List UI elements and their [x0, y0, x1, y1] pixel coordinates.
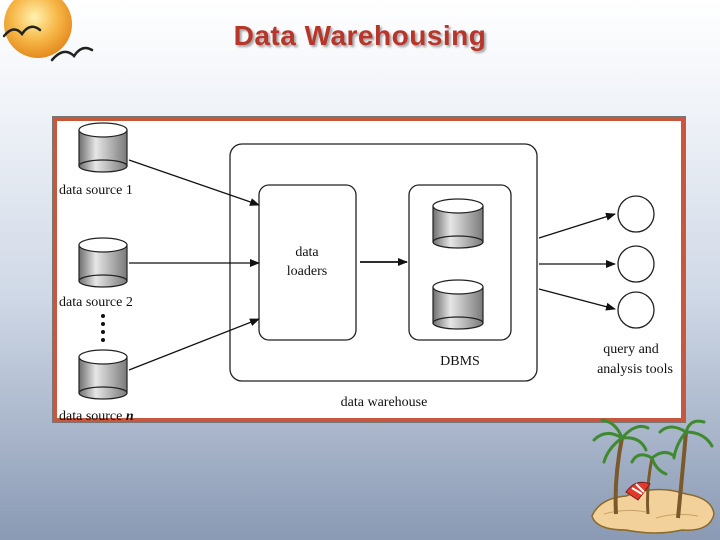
data-loaders-label-line2: loaders — [287, 264, 327, 279]
data-source-1-label: data source 1 — [59, 183, 133, 198]
palm-island-clipart — [591, 418, 715, 534]
data-source-2-cylinder — [78, 237, 128, 288]
dbms-label: DBMS — [440, 354, 480, 369]
data-warehouse-diagram: data source 1 data source 2 data source … — [59, 122, 673, 424]
slide-title: Data Warehousing — [233, 20, 487, 51]
query-tools-label-line2: analysis tools — [597, 362, 673, 377]
data-loaders-box — [258, 184, 357, 341]
data-source-n-label: data source n — [59, 409, 134, 424]
ellipsis-dots — [101, 314, 105, 342]
figure-frame: data source 1 data source 2 data source … — [52, 116, 686, 424]
data-loaders-label-line1: data — [295, 245, 319, 260]
arrow-source-1-to-loaders — [128, 159, 260, 206]
sun-birds-logo — [2, 0, 94, 62]
analysis-tool-circle-1 — [617, 195, 655, 233]
query-tools-label-line1: query and — [603, 342, 659, 357]
analysis-tool-circle-2 — [617, 245, 655, 283]
data-source-1-cylinder — [78, 122, 128, 173]
arrow-warehouse-to-tool-1 — [538, 212, 616, 239]
dbms-cylinder-top — [432, 198, 484, 249]
arrow-warehouse-to-tool-3 — [538, 288, 616, 311]
data-warehouse-label: data warehouse — [341, 395, 428, 410]
data-source-n-cylinder — [78, 349, 128, 400]
data-source-2-label: data source 2 — [59, 295, 133, 310]
dbms-cylinder-bottom — [432, 279, 484, 330]
analysis-tool-circle-3 — [617, 291, 655, 329]
arrow-source-n-to-loaders — [128, 318, 260, 371]
